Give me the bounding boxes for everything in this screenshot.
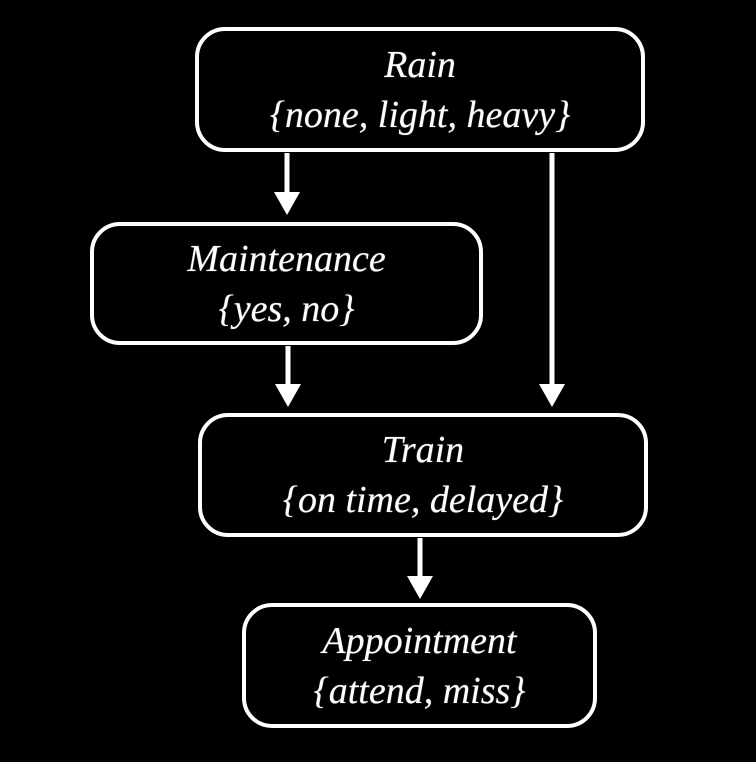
edge-rain-to-maintenance-arrowhead-icon bbox=[274, 192, 300, 215]
node-train: Train {on time, delayed} bbox=[198, 413, 648, 537]
node-maintenance: Maintenance {yes, no} bbox=[90, 222, 483, 345]
node-appointment-label: Appointment bbox=[322, 619, 517, 662]
node-rain: Rain {none, light, heavy} bbox=[195, 27, 645, 152]
node-rain-label: Rain bbox=[384, 43, 456, 86]
node-train-values: {on time, delayed} bbox=[282, 479, 564, 521]
node-train-label: Train bbox=[381, 429, 465, 471]
edge-rain-to-maintenance bbox=[274, 153, 300, 215]
node-appointment: Appointment {attend, miss} bbox=[242, 603, 597, 728]
node-rain-values: {none, light, heavy} bbox=[269, 93, 571, 136]
node-appointment-values: {attend, miss} bbox=[313, 669, 526, 712]
edge-maintenance-to-train bbox=[275, 346, 301, 407]
edge-train-to-appointment bbox=[407, 538, 433, 599]
edge-rain-to-train bbox=[539, 153, 565, 407]
edge-maintenance-to-train-arrowhead-icon bbox=[275, 384, 301, 407]
edge-train-to-appointment-arrowhead-icon bbox=[407, 576, 433, 599]
node-maintenance-label: Maintenance bbox=[187, 237, 386, 280]
node-maintenance-values: {yes, no} bbox=[218, 287, 355, 330]
edge-rain-to-train-arrowhead-icon bbox=[539, 384, 565, 407]
